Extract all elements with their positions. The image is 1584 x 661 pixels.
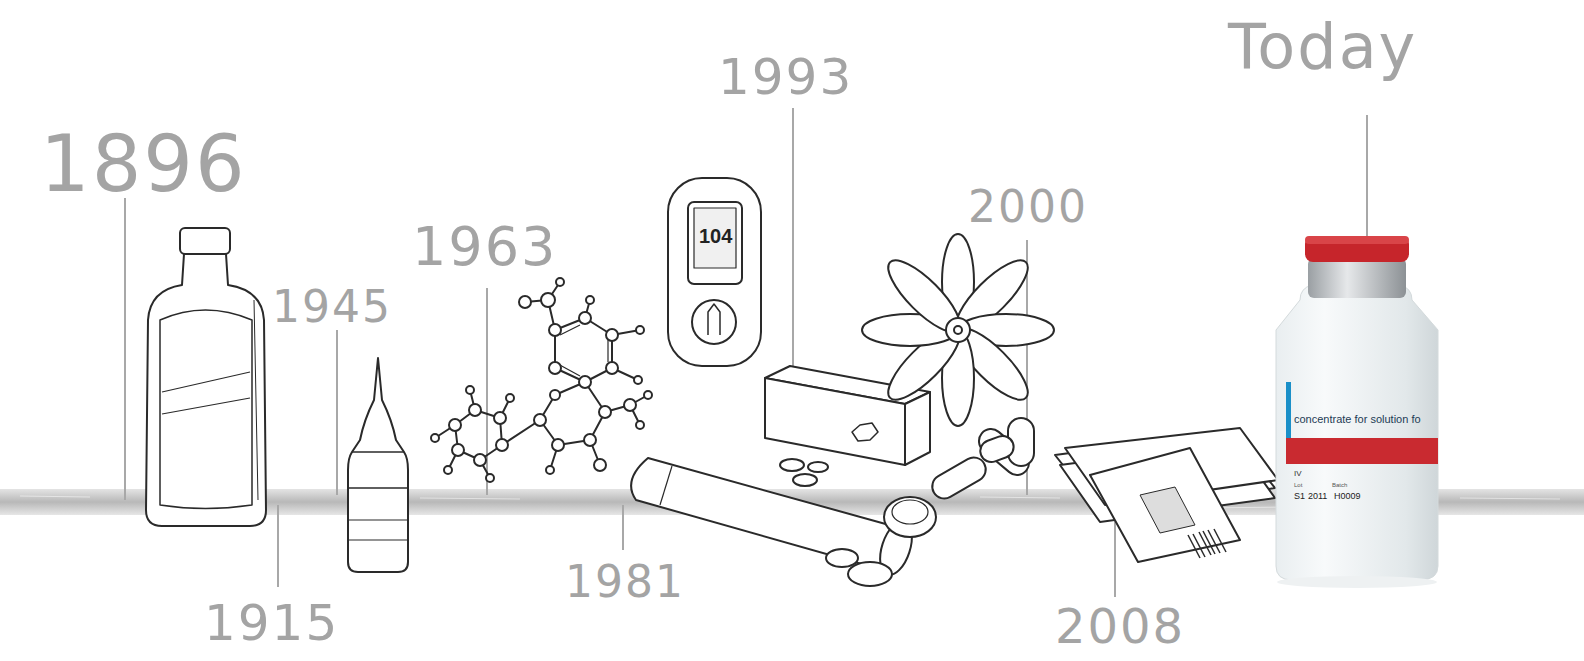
vial-illustration	[1276, 236, 1438, 588]
bottle-illustration	[146, 228, 266, 526]
star-anise-illustration	[862, 234, 1054, 426]
leader-lines	[125, 108, 1367, 597]
meter-reading: 104	[699, 226, 732, 246]
capsules-illustration	[928, 418, 1034, 503]
vial-label-text: Batch	[1332, 482, 1347, 488]
year-label: 1896	[40, 125, 247, 203]
year-label: 1945	[272, 285, 392, 329]
dropper-bottle-illustration	[348, 358, 408, 572]
vial-label-text: 2011	[1308, 492, 1327, 501]
year-label: 1963	[412, 220, 557, 274]
slides-illustration	[1055, 428, 1278, 562]
vial-label-text: concentrate for solution fo	[1294, 414, 1421, 425]
glucose-meter-illustration	[668, 178, 761, 366]
vial-label-text: S1	[1294, 492, 1305, 501]
year-label: 1993	[718, 52, 853, 102]
year-label: 1915	[204, 598, 339, 648]
vial-label-text: IV	[1294, 470, 1302, 478]
vial-label-text: Lot	[1294, 482, 1302, 488]
year-label: 2008	[1055, 602, 1185, 650]
vial-label-text: H0009	[1334, 492, 1361, 501]
year-label: 2000	[968, 185, 1088, 229]
year-label: 1981	[565, 560, 685, 604]
today-label: Today	[1228, 16, 1417, 78]
molecule-illustration	[431, 278, 652, 482]
